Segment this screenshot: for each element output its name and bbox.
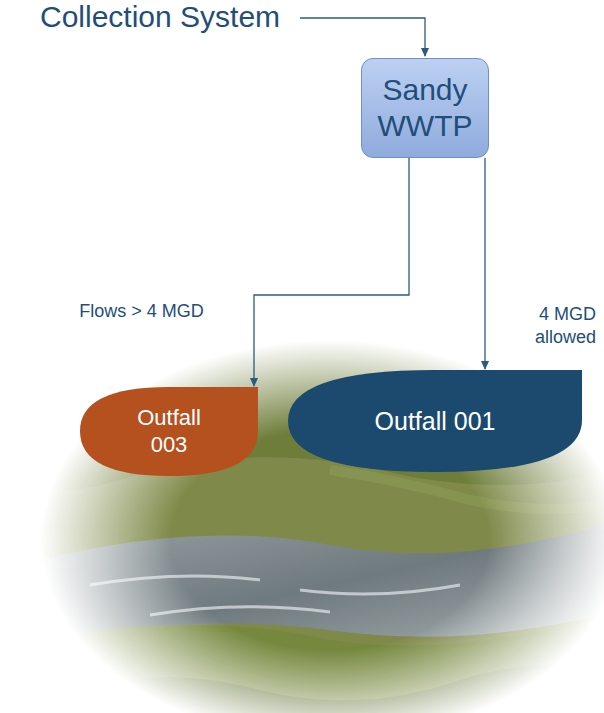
node-text: Sandy WWTP (366, 72, 484, 144)
outfall-shape: Outfall 003 (80, 387, 258, 476)
flow-label: Flows > 4 MGD (79, 301, 204, 322)
flow-connector (484, 158, 485, 369)
flow-connector (254, 158, 409, 386)
node-text: Outfall 001 (375, 406, 496, 436)
inflow-label: Collection System (40, 0, 280, 34)
flow-label: 4 MGD allowed (512, 303, 596, 350)
inflow-arrow (300, 18, 425, 56)
node-text: Outfall 003 (124, 405, 214, 458)
outfall-shape: Outfall 001 (288, 370, 582, 472)
plant-box: Sandy WWTP (361, 58, 489, 158)
